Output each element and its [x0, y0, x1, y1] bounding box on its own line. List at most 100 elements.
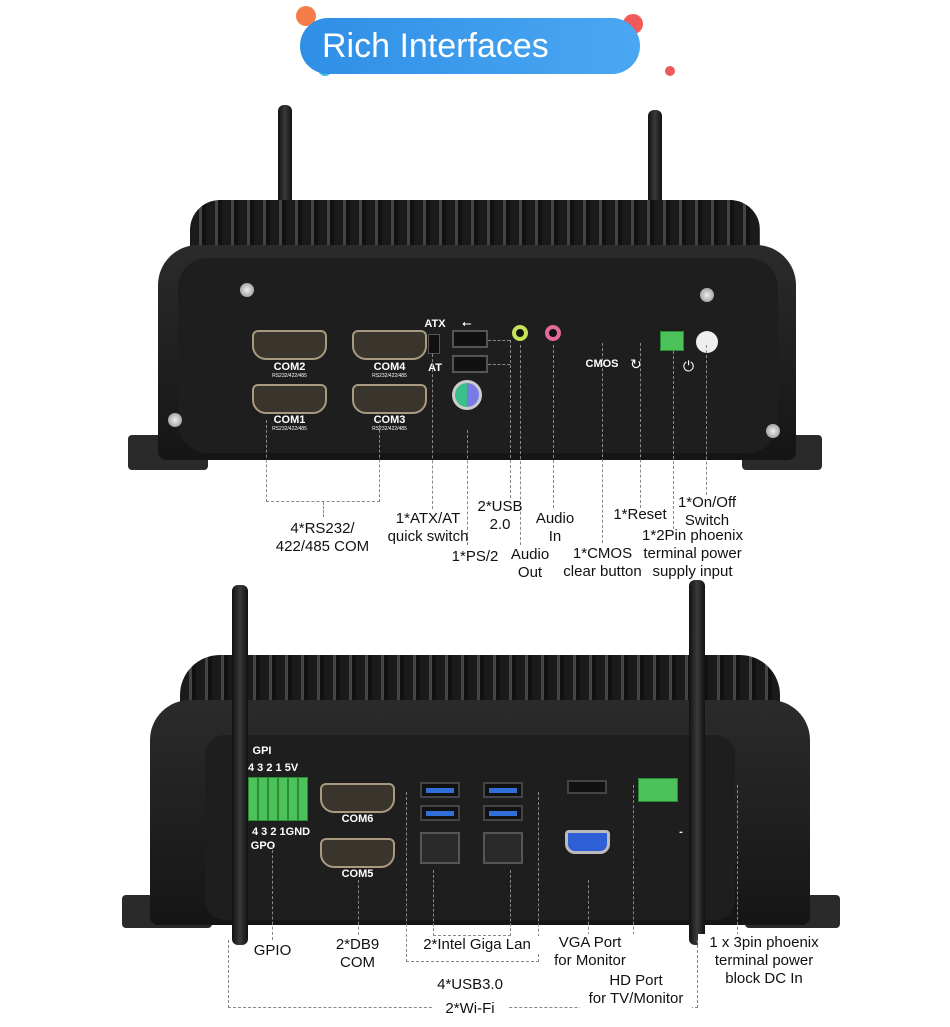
label-line: COM	[340, 954, 375, 971]
gpo-pins: 4 3 2 1GND	[252, 826, 311, 838]
leader-line	[406, 792, 539, 962]
leader-line	[510, 340, 511, 498]
label-reset: 1*Reset	[613, 506, 667, 523]
usb-icon: ⭠	[462, 316, 472, 330]
lan-port	[420, 832, 460, 864]
com2-port	[252, 330, 327, 360]
label-line: 2*USB	[477, 498, 523, 515]
leader-line	[640, 343, 641, 508]
decor-dot	[665, 66, 675, 76]
label-line: 4*RS232/	[290, 520, 355, 537]
com1-label: COM1	[273, 414, 306, 426]
label-wifi: 2*Wi-Fi	[432, 1000, 508, 1018]
screw	[168, 413, 182, 427]
audio-out-jack	[512, 325, 528, 341]
power-icon: ⏻	[683, 358, 695, 374]
power-button[interactable]	[696, 331, 718, 353]
label-line: 2*DB9	[335, 936, 380, 953]
antenna	[648, 110, 662, 215]
audio-in-jack	[545, 325, 561, 341]
reset-icon: ↻	[630, 356, 642, 372]
ground-symbol: -	[679, 826, 683, 838]
label-line: terminal power	[643, 545, 742, 562]
label-line: In	[548, 528, 562, 545]
com5-port	[320, 838, 395, 868]
gpio-terminal	[248, 777, 308, 821]
label-line: HD Port	[609, 972, 663, 989]
gpo-label: GPO	[250, 840, 276, 852]
label-line: 1 x 3pin phoenix	[709, 934, 819, 951]
com-sub: RS232/422/485	[372, 426, 407, 432]
antenna	[232, 585, 248, 945]
label-line: 422/485 COM	[275, 538, 370, 555]
leader-line	[588, 880, 589, 935]
lan-port	[483, 832, 523, 864]
leader-line	[467, 430, 468, 545]
leader-line	[673, 351, 674, 529]
label-line: clear button	[563, 563, 642, 580]
label-line: for Monitor	[554, 952, 626, 969]
label-line: Audio	[510, 546, 550, 563]
label-usb3: 4*USB3.0	[425, 976, 515, 994]
leader-line	[488, 364, 510, 365]
gpi-label: GPI	[252, 745, 272, 757]
label-lan: 2*Intel Giga Lan	[412, 936, 542, 954]
label-line: Audio	[535, 510, 575, 527]
rear-panel	[205, 735, 735, 920]
usb3-port	[483, 805, 523, 821]
leader-line	[266, 420, 380, 502]
usb3-port	[420, 805, 460, 821]
atx-label: ATX	[424, 318, 446, 330]
leader-line	[602, 343, 603, 543]
gpi-pins: 4 3 2 1 5V	[248, 762, 299, 774]
leader-line	[433, 870, 511, 936]
com1-port	[252, 384, 327, 414]
usb3-port	[420, 782, 460, 798]
leader-line	[488, 340, 510, 341]
at-label: AT	[428, 362, 442, 374]
leader-line	[633, 785, 634, 970]
vga-port	[565, 830, 610, 854]
phoenix-2pin-terminal	[660, 331, 684, 351]
leader-line	[358, 880, 359, 935]
usb2-port	[452, 330, 488, 348]
label-gpio: GPIO	[253, 942, 292, 959]
label-line: 1*On/Off	[677, 494, 737, 511]
com6-label: COM6	[341, 813, 374, 825]
label-line: 1*2Pin phoenix	[642, 527, 743, 544]
label-line: supply input	[652, 563, 733, 580]
usb2-port	[452, 355, 488, 373]
com-sub: RS232/422/485	[372, 373, 407, 379]
phoenix-3pin-terminal	[638, 778, 678, 802]
leader-line	[737, 785, 738, 935]
label-com: 4*RS232/422/485 COM	[260, 520, 385, 556]
label-line: VGA Port	[558, 934, 622, 951]
decor-dot	[296, 6, 316, 26]
leader-line	[272, 845, 273, 940]
hdmi-port	[567, 780, 607, 794]
leader-line	[706, 345, 707, 495]
label-line: quick switch	[387, 528, 469, 545]
com3-label: COM3	[373, 414, 406, 426]
antenna	[278, 105, 292, 215]
label-line: for TV/Monitor	[588, 990, 684, 1007]
leader-line	[553, 345, 554, 508]
com-sub: RS232/422/485	[272, 426, 307, 432]
label-ps2: 1*PS/2	[451, 548, 499, 565]
atx-at-switch	[428, 334, 440, 354]
label-line: terminal power	[714, 952, 814, 969]
leader-line	[323, 502, 324, 517]
leader-line	[432, 354, 433, 509]
label-line: 1*CMOS	[572, 545, 633, 562]
